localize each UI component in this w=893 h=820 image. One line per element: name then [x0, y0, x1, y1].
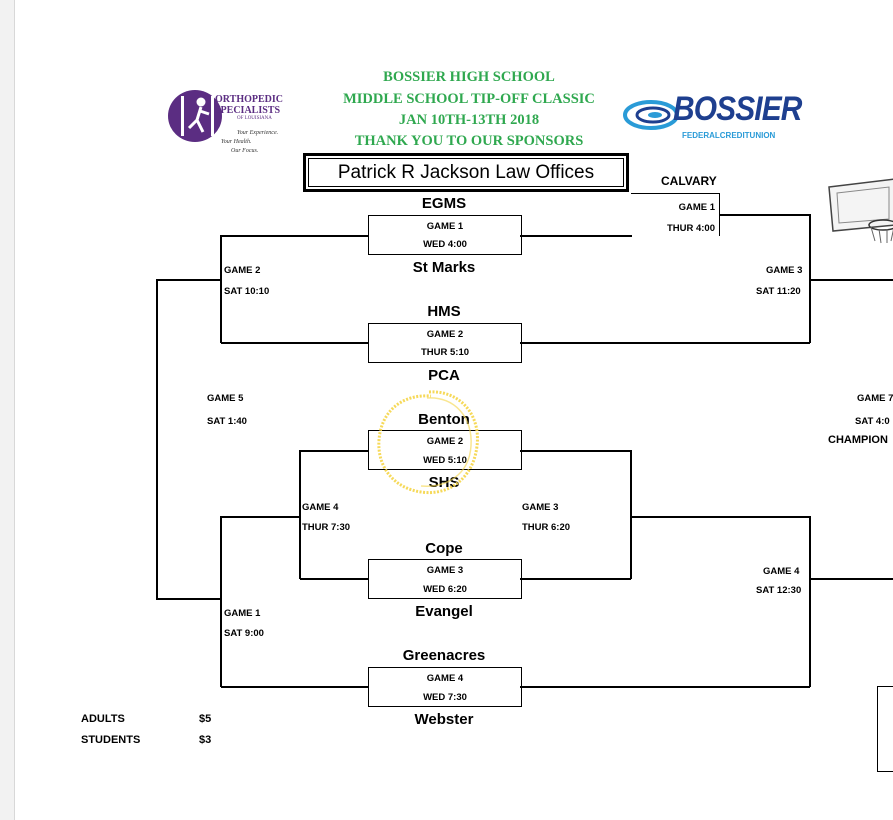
bracket-line [809, 516, 811, 687]
law-office-name: Patrick R Jackson Law Offices [337, 162, 595, 183]
bracket-line [809, 214, 811, 343]
highlight-circle [377, 390, 479, 495]
ortho-name-2: SPECIALISTS [215, 105, 281, 116]
bracket-line [520, 342, 810, 344]
team-greenacres: Greenacres [402, 647, 486, 664]
price-value-students: $3 [199, 734, 212, 746]
header-line-3: JAN 10TH-13TH 2018 [398, 112, 540, 128]
game-label: GAME 2 [426, 436, 464, 447]
bracket-line [300, 578, 368, 580]
team-hms: HMS [427, 303, 461, 320]
right-game4-time: SAT 12:30 [756, 585, 802, 596]
header-line-4: THANK YOU TO OUR SPONSORS [354, 133, 584, 149]
bossier-sub: FEDERALCREDITUNION [682, 131, 776, 140]
ortho-name-1: ORTHOPEDIC [215, 94, 283, 105]
game5-time: SAT 1:40 [207, 416, 247, 427]
ortho-figure-icon [168, 90, 222, 142]
r2-game4-label: GAME 4 [302, 502, 339, 513]
header-line-1: BOSSIER HIGH SCHOOL [383, 69, 555, 85]
bossier-name: BOSSIER [673, 90, 802, 128]
right-game4-label: GAME 4 [763, 566, 800, 577]
law-office-sponsor: Patrick R Jackson Law Offices [303, 153, 629, 192]
game-label: GAME 1 [426, 221, 464, 232]
r2-game3-time: THUR 6:20 [522, 522, 571, 533]
matchup-box-cope: GAME 3 WED 6:20 [368, 559, 522, 599]
basketball-hoop-icon [828, 178, 893, 244]
final-game-time: SAT 4:0 [855, 416, 890, 427]
bracket-line [810, 279, 893, 281]
matchup-box-egms: GAME 1 WED 4:00 [368, 215, 522, 255]
bracket-line [221, 686, 368, 688]
team-webster: Webster [414, 711, 474, 728]
game-label: GAME 1 [678, 202, 715, 213]
team-evangel: Evangel [415, 603, 473, 620]
price-label-adults: ADULTS [81, 713, 125, 725]
ortho-specialists-logo: ORTHOPEDIC SPECIALISTS OF LOUISIANA Your… [165, 86, 295, 164]
team-st-marks: St Marks [412, 259, 476, 276]
price-value-adults: $5 [199, 713, 212, 725]
calvary-box: GAME 1 THUR 4:00 [631, 193, 720, 236]
ortho-tagline-3: Our Focus. [231, 148, 259, 154]
bracket-line [520, 450, 631, 452]
bracket-line [156, 279, 221, 281]
bracket-sheet: BOSSIER HIGH SCHOOL MIDDLE SCHOOL TIP-OF… [14, 0, 893, 820]
bracket-line [520, 578, 631, 580]
team-calvary: CALVARY [661, 174, 717, 188]
game5-label: GAME 5 [207, 393, 244, 404]
final-game-label: GAME 7 [857, 393, 893, 404]
bossier-fcu-logo: BOSSIER FEDERALCREDITUNION [623, 90, 803, 150]
bracket-line [300, 450, 368, 452]
game-time: WED 5:10 [423, 455, 467, 466]
bracket-line [520, 686, 810, 688]
ortho-name-3: OF LOUISIANA [237, 116, 272, 121]
champion-label: CHAMPION [828, 434, 888, 446]
team-cope: Cope [425, 540, 463, 557]
ortho-tagline-2: Your Health. [221, 139, 252, 145]
swirl-icon [623, 100, 679, 130]
game-time: THUR 5:10 [420, 347, 470, 358]
game-label: GAME 4 [426, 673, 464, 684]
bracket-line [810, 578, 893, 580]
bracket-line [220, 516, 222, 687]
matchup-box-hms: GAME 2 THUR 5:10 [368, 323, 522, 363]
team-benton: Benton [418, 411, 470, 428]
game-time: WED 4:00 [423, 239, 467, 250]
bracket-line [631, 516, 810, 518]
bracket-line [299, 450, 301, 579]
r2-game3-label: GAME 3 [522, 502, 559, 513]
matchup-box-greenacres: GAME 4 WED 7:30 [368, 667, 522, 707]
bracket-line [221, 516, 301, 518]
game-label: GAME 2 [426, 329, 464, 340]
game-time: WED 7:30 [423, 692, 467, 703]
bracket-line [156, 598, 221, 600]
team-egms: EGMS [421, 195, 467, 212]
bracket-line [720, 214, 810, 216]
r2-game4-time: THUR 7:30 [302, 522, 351, 533]
game-time: THUR 4:00 [666, 223, 715, 234]
bracket-line [156, 279, 158, 599]
r2-game1-time: SAT 9:00 [224, 628, 264, 639]
bracket-line [221, 342, 368, 344]
game-label: GAME 3 [426, 565, 464, 576]
right-game3-label: GAME 3 [766, 265, 803, 276]
right-game3-time: SAT 11:20 [756, 286, 801, 297]
bracket-line [520, 235, 632, 237]
price-label-students: STUDENTS [81, 734, 141, 746]
champion-box [877, 686, 893, 772]
team-pca: PCA [428, 367, 460, 384]
r2-game2-label: GAME 2 [224, 265, 261, 276]
header-line-2: MIDDLE SCHOOL TIP-OFF CLASSIC [343, 91, 595, 107]
bracket-line [220, 235, 222, 343]
r2-game1-label: GAME 1 [224, 608, 261, 619]
game-time: WED 6:20 [423, 584, 467, 595]
r2-game2-time: SAT 10:10 [224, 286, 270, 297]
ortho-tagline-1: Your Experience. [237, 130, 279, 136]
bracket-line [630, 450, 632, 579]
bracket-line [221, 235, 368, 237]
